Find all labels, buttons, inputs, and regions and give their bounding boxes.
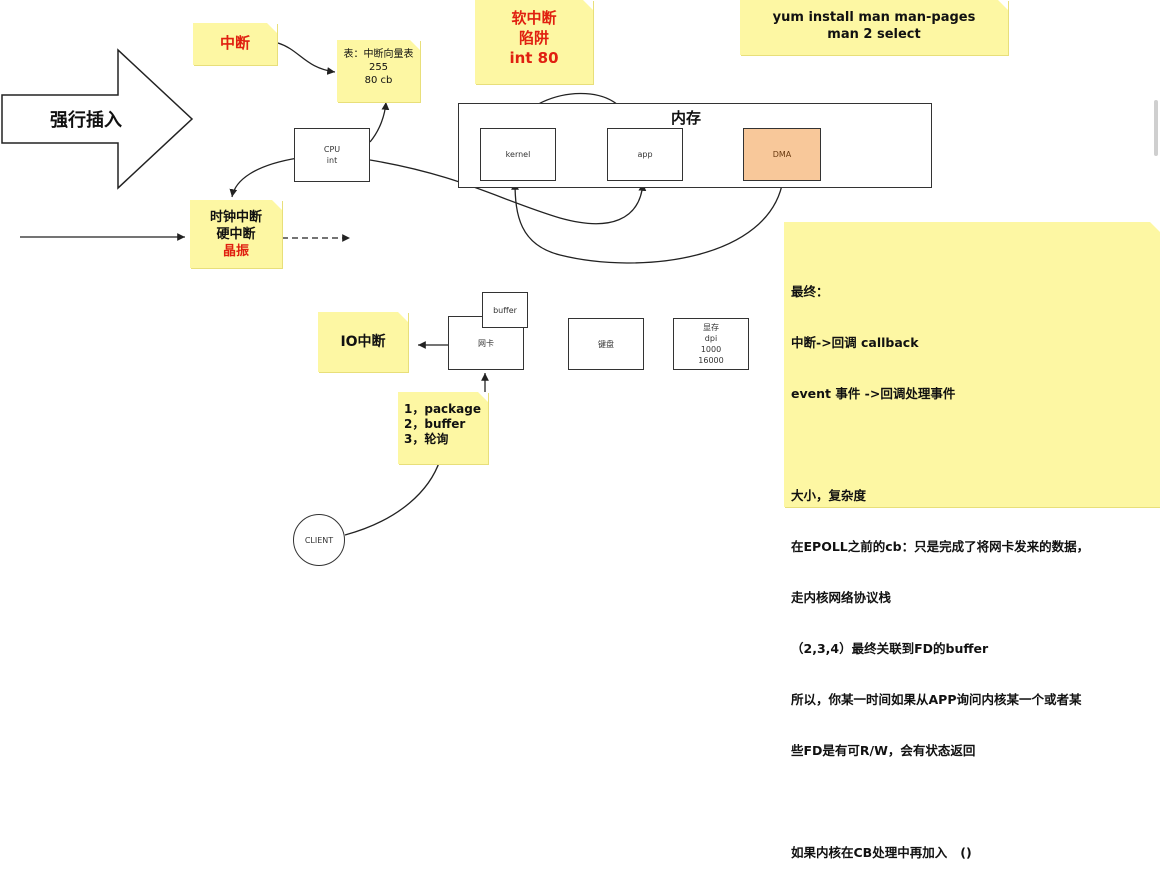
clock-line: 时钟中断 bbox=[209, 210, 262, 225]
client-to-steps-curve bbox=[344, 459, 441, 536]
scrollbar-thumb[interactable] bbox=[1154, 100, 1158, 156]
dma-label: DMA bbox=[772, 150, 792, 159]
summary-line: 在EPOLL之前的cb：只是完成了将网卡发来的数据， bbox=[791, 539, 1090, 554]
summary-note: 最终： 中断->回调 callback event 事件 ->回调处理事件 大小… bbox=[784, 222, 1160, 860]
soft-interrupt-note: 软中断 陷阱 int 80 bbox=[475, 0, 593, 84]
client-circle: CLIENT bbox=[293, 514, 345, 566]
summary-line: 中断->回调 callback bbox=[791, 335, 919, 350]
summary-line: event 事件 ->回调处理事件 bbox=[791, 386, 956, 401]
cpu-to-table-arrow bbox=[369, 101, 390, 143]
app-box: app bbox=[607, 128, 683, 181]
yum-line: man 2 select bbox=[827, 27, 921, 42]
display-memory-box: 显存 dpi 1000 16000 bbox=[673, 318, 749, 370]
clock-line-crystal: 晶振 bbox=[222, 244, 249, 259]
keyboard-label: 键盘 bbox=[598, 339, 614, 349]
dma-to-kernel-curve bbox=[511, 179, 784, 264]
steps-line: 2，buffer bbox=[404, 417, 466, 431]
steps-note: 1，package 2，buffer 3，轮询 bbox=[398, 392, 488, 464]
kernel-box: kernel bbox=[480, 128, 556, 181]
cpu-line: int bbox=[326, 156, 338, 165]
summary-line bbox=[791, 793, 1160, 810]
cpu-to-clock-arrow bbox=[229, 157, 299, 198]
vector-table-note: 表：中断向量表 255 80 cb bbox=[337, 40, 420, 102]
display-line: 显存 bbox=[703, 323, 719, 332]
summary-line: 些FD是有可R/W，会有状态返回 bbox=[791, 743, 976, 758]
steps-line: 1，package bbox=[404, 402, 481, 416]
interrupt-note: 中断 bbox=[193, 23, 277, 65]
yum-line: yum install man man-pages bbox=[772, 10, 976, 25]
yum-note: yum install man man-pages man 2 select bbox=[740, 0, 1008, 55]
kernel-label: kernel bbox=[505, 150, 531, 159]
summary-line: 所以，你某一时间如果从APP询问内核某一个或者某 bbox=[791, 692, 1082, 707]
big-arrow-label: 强行插入 bbox=[50, 110, 122, 131]
buffer-label: buffer bbox=[493, 305, 517, 315]
big-arrow-shape bbox=[1, 48, 194, 190]
soft-interrupt-line: 陷阱 bbox=[518, 29, 549, 47]
force-insert-arrow: 强行插入 bbox=[0, 48, 195, 190]
io-interrupt-label: IO中断 bbox=[340, 334, 386, 350]
soft-interrupt-line: int 80 bbox=[509, 49, 559, 67]
buffer-box: buffer bbox=[482, 292, 528, 328]
summary-line: 如果内核在CB处理中再加入 () bbox=[791, 845, 972, 860]
vector-table-line: 80 cb bbox=[364, 75, 393, 86]
steps-line: 3，轮询 bbox=[404, 432, 449, 446]
cpu-to-app-curve bbox=[369, 159, 647, 225]
interrupt-note-label: 中断 bbox=[219, 34, 250, 52]
app-label: app bbox=[637, 150, 653, 159]
summary-line bbox=[791, 436, 1160, 453]
cpu-line: CPU bbox=[323, 145, 341, 154]
soft-interrupt-line: 软中断 bbox=[511, 9, 557, 27]
summary-line: 大小，复杂度 bbox=[791, 488, 867, 503]
clock-line: 硬中断 bbox=[216, 227, 256, 242]
display-line: 1000 bbox=[700, 345, 722, 354]
display-line: dpi bbox=[704, 334, 718, 343]
clock-note: 时钟中断 硬中断 晶振 bbox=[190, 200, 282, 268]
vector-table-line: 表：中断向量表 bbox=[343, 49, 414, 60]
io-interrupt-note: IO中断 bbox=[318, 312, 408, 372]
client-label: CLIENT bbox=[304, 535, 334, 545]
display-line: 16000 bbox=[698, 356, 724, 365]
interrupt-to-table-arrow bbox=[277, 42, 336, 75]
vector-table-line: 255 bbox=[368, 62, 389, 73]
summary-line: （2,3,4）最终关联到FD的buffer bbox=[791, 641, 989, 656]
nic-label: 网卡 bbox=[478, 338, 494, 348]
memory-title: 内存 bbox=[671, 109, 702, 127]
keyboard-box: 键盘 bbox=[568, 318, 644, 370]
dma-box: DMA bbox=[743, 128, 821, 181]
summary-line: 走内核网络协议栈 bbox=[791, 590, 892, 605]
cpu-box: CPU int bbox=[294, 128, 370, 182]
summary-line: 最终： bbox=[791, 284, 829, 299]
